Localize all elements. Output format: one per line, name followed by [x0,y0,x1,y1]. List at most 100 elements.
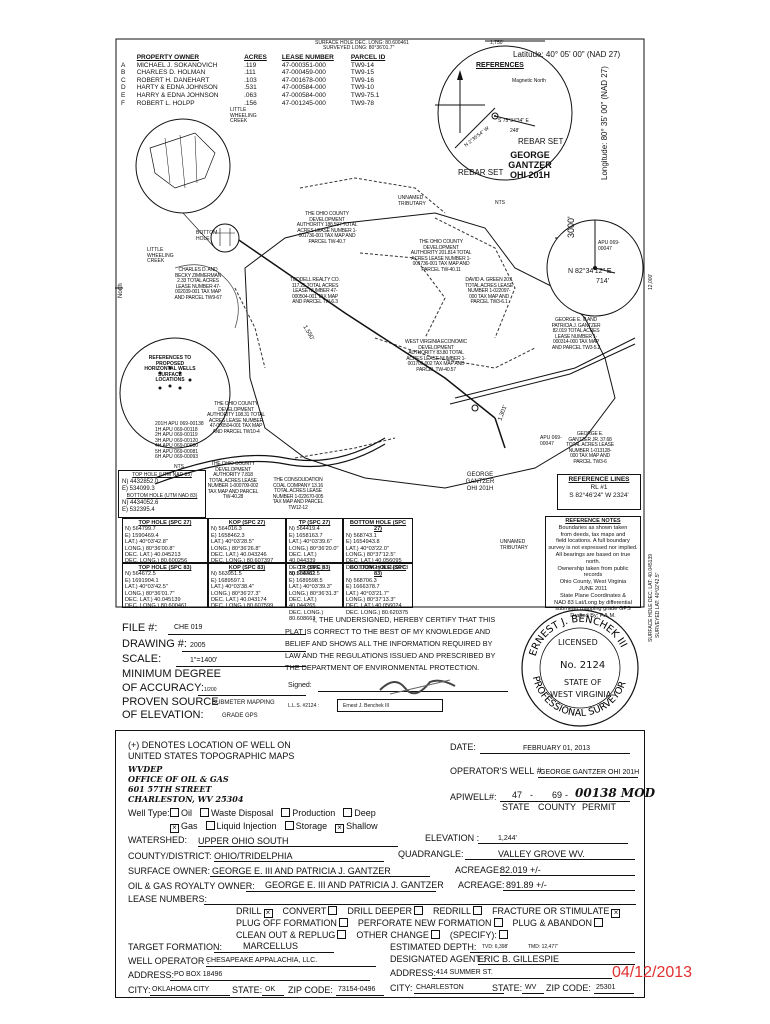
operation-option[interactable]: OTHER CHANGE [356,930,442,940]
cert-statement-line: LAW AND THE REGULATIONS ISSUED AND PRESC… [285,651,496,660]
checkbox[interactable] [338,918,348,927]
checkbox[interactable] [281,808,291,817]
checkbox[interactable] [337,930,347,939]
checkbox[interactable] [170,808,179,817]
checkbox[interactable] [205,821,215,830]
coord-cell-line: N) 564672.5 [125,571,156,578]
checkbox-option[interactable]: Waste Disposal [198,808,273,818]
operation-option[interactable]: REDRILL [433,906,484,916]
coord-cell-line: DEC. LAT.) 40.043174 [211,597,267,604]
checkbox[interactable] [493,918,503,927]
checkbox-option[interactable]: Production [279,808,335,818]
ref-note-line: All bearings are based on true north. [555,551,631,565]
checkbox[interactable] [328,906,338,915]
checkbox[interactable] [284,821,294,830]
checkbox-option[interactable]: ×Shallow [333,821,378,833]
acreage-label: ACREAGE: [455,865,502,875]
scale-label: SCALE: [122,653,162,665]
elevation-source-value: GRADE GPS [222,713,258,719]
coord-cell-line: E) 1658462.3 [211,532,245,539]
operation-option[interactable]: PERFORATE NEW FORMATION [358,918,505,928]
scale-right: 12,000' [648,273,654,290]
accuracy-label: OF ACCURACY: [122,682,204,694]
checkbox[interactable] [473,906,483,915]
operation-option[interactable]: PLUG & ABANDON [513,918,606,928]
operation-option[interactable]: DRILL DEEPER [347,906,425,916]
coord-cell-line: LONG.) 80°37'13.3" [346,597,396,604]
elevation-source-label: OF ELEVATION: [122,709,204,721]
operation-label: DRILL [236,906,262,916]
apu-bearing: N 82°34'12" E [568,268,612,275]
watershed-label: WATERSHED: [128,835,188,845]
well-info-form [115,730,645,998]
coord-cell-header: TOP HOLE (SPC 83) [138,565,192,571]
ref-legend-item: 3H APU 069-00120 [155,437,199,444]
coord-cell-line: LAT.) 40°03'28.5" [211,539,254,546]
checkbox[interactable] [414,906,424,915]
checkbox[interactable]: × [335,824,345,833]
coord-cell-line: LONG.) 80°36'00.8" [125,545,175,552]
checkbox-option[interactable]: Oil [168,808,192,818]
operation-option[interactable]: FRACTURE OR STIMULATE× [492,906,622,918]
ref-legend-item: 201H APU 069-00138 [155,421,204,427]
seal-ring: ERNEST J. BENCHEK III PROFESSIONAL SURVE… [521,609,639,727]
checkbox[interactable] [594,918,604,927]
city-label: CITY: [128,985,151,995]
estimated-depth-label: ESTIMATED DEPTH: [390,942,477,952]
ref-distance: 248' [510,128,520,134]
city2-label: CITY: [390,983,413,993]
north-left-label: North [118,283,124,298]
royalty-value: GEORGE E. III AND PATRICIA J. GANTZER [265,880,444,890]
coord-cell-line: DEC. LAT.) 40.045213 [125,552,181,559]
ref-note-line: Drafted By: F.A.M. [570,613,616,620]
checkbox[interactable] [200,808,209,817]
coord-cell-line: DEC. LONG.) 80.600461 [125,603,188,610]
operations-row2: PLUG OFF FORMATION PERFORATE NEW FORMATIO… [236,918,613,928]
operation-option[interactable]: CONVERT [283,906,340,916]
charles-becky: CHARLES D. AND BECKY ZIMMERMAN 2.33 TOTA… [174,267,222,301]
checkbox[interactable] [430,930,440,939]
surveyed-long: SURVEYED LONG: 80°36'01.7" [323,45,395,51]
checkbox-option[interactable]: ×Gas [168,821,198,833]
state2-value: WV [525,984,537,991]
operation-option[interactable]: (SPECIFY): [450,930,510,940]
lls-label: L.L.S. #2124 : [288,703,320,709]
checkbox-option[interactable]: Deep [341,808,376,818]
checkbox-option[interactable]: Storage [283,821,327,831]
cert-statement-line: I, THE UNDERSIGNED, HEREBY CERTIFY THAT … [313,615,496,624]
date-label: DATE: [450,742,476,752]
checkbox[interactable]: × [170,824,179,833]
latitude-label: Latitude: 40° 05' 00" (NAD 27) [513,50,621,59]
operation-option[interactable]: CLEAN OUT & REPLUG [236,930,348,940]
coord-cell-line: E) 1654943.8 [346,539,380,546]
state-value: OK [265,986,276,993]
map-well-label: GEORGE GANTZER OHI 201H [465,472,495,492]
coord-cell-line: DEC. LONG.) 80.608461 [289,564,324,578]
david-green: DAVID A. GREEN 20.1 TOTAL ACRES LEASE NU… [465,277,513,305]
target-formation-label: TARGET FORMATION: [128,942,222,952]
checkbox[interactable]: × [263,909,273,918]
ref-well-name: GEORGE GANTZER OHI 201H [508,150,552,180]
operation-option[interactable]: DRILL× [236,906,275,918]
operations-row3: CLEAN OUT & REPLUG OTHER CHANGE (SPECIFY): [236,930,518,940]
coord-cell-line: N) 568706.3 [346,577,377,584]
checkbox-option[interactable]: Liquid Injection [204,821,277,831]
county-label: COUNTY/DISTRICT: [128,851,212,861]
coord-cell-line: LAT.) 40°03'39.6" [289,539,332,546]
checkbox[interactable] [498,930,508,939]
ohio-county-1: THE OHIO COUNTY DEVELOPMENT AUTHORITY 18… [296,211,358,245]
unnamed-tributary-1: UNNAMED TRIBUTARY [398,195,426,207]
seal-west-virginia: WEST VIRGINIA [550,690,612,699]
operation-option[interactable]: PLUG OFF FORMATION [236,918,350,928]
state2-label: STATE: [492,983,523,993]
checkbox[interactable]: × [611,909,621,918]
checkbox-label: Deep [354,808,376,818]
checkbox[interactable] [343,808,353,817]
coord-cell-header: BOTTOM HOLE (SPC 27) [349,520,407,533]
